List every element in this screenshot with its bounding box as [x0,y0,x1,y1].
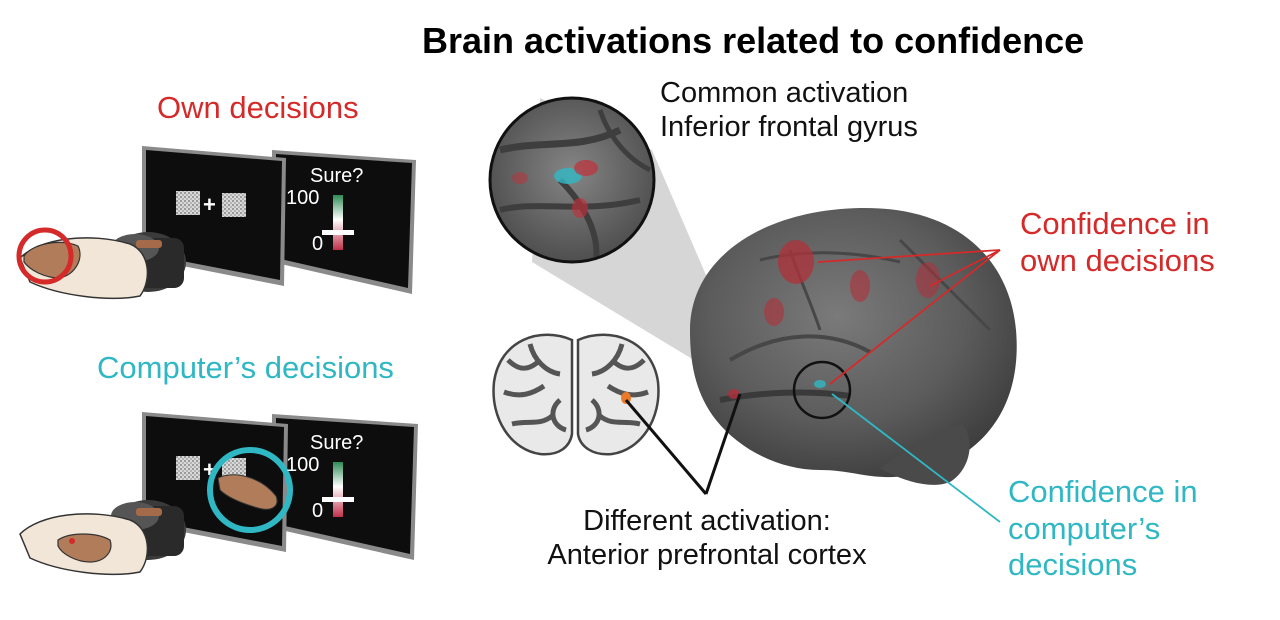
annotation-lines [624,249,1001,523]
own-scale-bottom: 0 [312,233,323,255]
rating-screen-computer [272,414,418,560]
computer-confidence-label: Confidence in computer’s decisions [1008,474,1198,584]
computer-confidence-line3: decisions [1008,547,1138,583]
line-apc-1 [624,399,708,495]
ifg-highlight-circle [792,360,852,420]
own-confidence-label: Confidence in own decisions [1020,206,1215,279]
computer-hand [217,474,278,510]
different-activation-line1: Different activation: [583,505,831,537]
noise-patch-right [222,193,246,217]
rating-screen-own [272,150,416,294]
line-own-1 [817,249,1001,263]
different-activation-label: Different activation: Anterior prefronta… [532,504,882,572]
arm-computer [19,513,149,576]
computer-confidence-line1: Confidence in [1008,474,1198,509]
own-decisions-label: Own decisions [157,90,359,125]
confidence-scale-own [333,195,343,250]
computer-confidence-line2: computer’s [1008,510,1161,546]
computer-scale-top: 100 [286,454,319,476]
own-screen-question: Sure? [310,165,363,187]
brain-coronal [492,333,660,456]
computer-screen-question: Sure? [310,432,363,454]
own-scale-top: 100 [286,187,319,209]
common-activation-line2: Inferior frontal gyrus [660,111,918,144]
computer-decisions-panel: + [19,412,418,576]
line-computer [831,393,1001,523]
different-activation-line2: Anterior prefrontal cortex [547,539,867,572]
computer-hand-highlight [207,447,293,533]
svg-text:+: + [203,192,216,217]
own-hand-highlight [16,227,74,285]
arm-own [19,237,149,300]
computer-scale-bottom: 0 [312,500,323,522]
figure-title: Brain activations related to confidence [422,20,1085,61]
noise-patch-left [176,191,200,215]
own-decisions-panel: + [16,146,416,300]
line-own-3 [829,249,1001,385]
common-activation-line1: Common activation [660,77,909,109]
computer-decisions-label: Computer’s decisions [97,350,394,385]
noise-patch-left-computer [176,456,200,480]
common-activation-label: Common activation Inferior frontal gyrus [660,76,918,144]
own-confidence-line2: own decisions [1020,242,1215,278]
zoom-inset [488,96,656,264]
brain-sagittal [690,207,1017,485]
confidence-scale-computer [333,462,343,517]
line-own-2 [929,249,1001,287]
own-confidence-line1: Confidence in [1020,206,1210,241]
line-apc-2 [704,393,742,495]
